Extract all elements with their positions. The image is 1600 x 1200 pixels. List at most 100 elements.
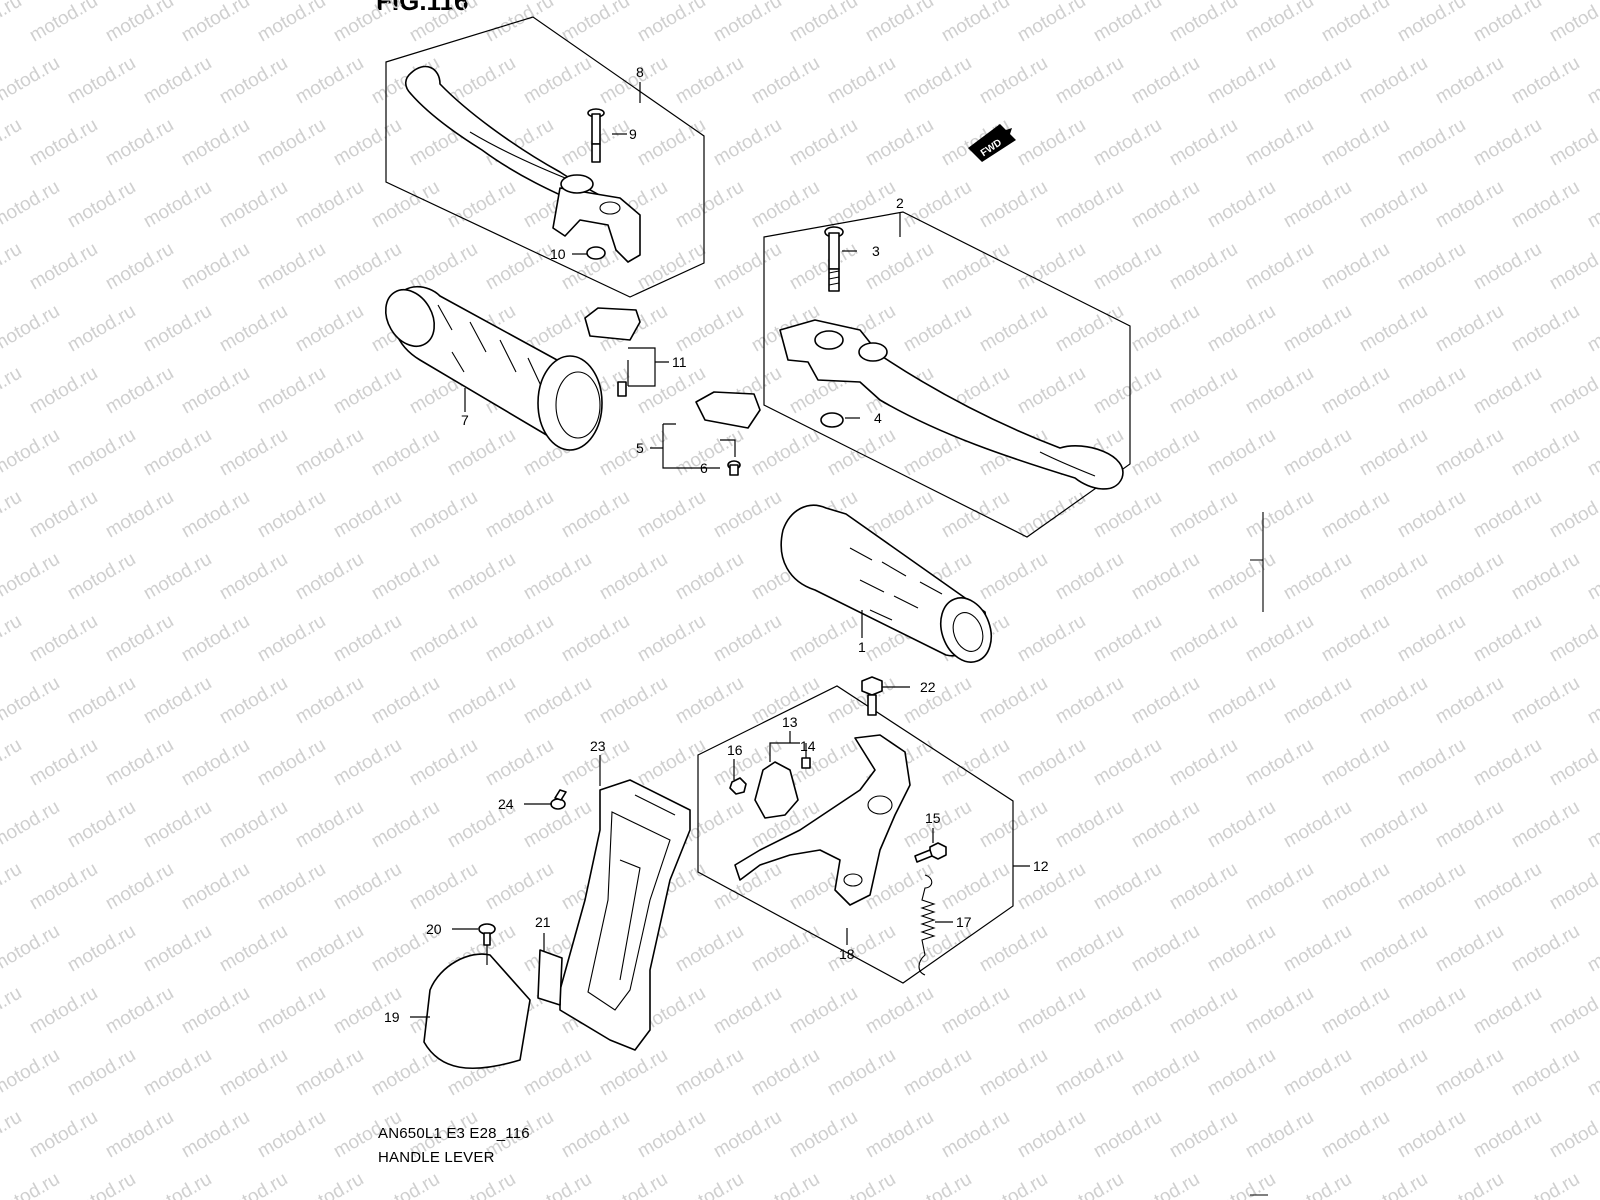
watermark-text: motod.ru: [1394, 611, 1469, 667]
watermark-text: motod.ru: [1546, 859, 1600, 915]
watermark-text: motod.ru: [444, 425, 519, 481]
watermark-text: motod.ru: [976, 1169, 1051, 1200]
watermark-text: motod.ru: [1394, 1107, 1469, 1163]
watermark-text: motod.ru: [710, 115, 785, 171]
watermark-text: motod.ru: [1166, 983, 1241, 1039]
watermark-text: motod.ru: [1356, 301, 1431, 357]
watermark-text: motod.ru: [140, 797, 215, 853]
callout-13: 13: [782, 714, 798, 730]
callout-22: 22: [920, 679, 936, 695]
watermark-text: motod.ru: [1318, 363, 1393, 419]
watermark-text: motod.ru: [938, 0, 1013, 46]
watermark-text: motod.ru: [330, 859, 405, 915]
watermark-text: motod.ru: [1014, 611, 1089, 667]
callout-21: 21: [535, 914, 551, 930]
watermark-text: motod.ru: [1318, 487, 1393, 543]
watermark-text: motod.ru: [1090, 115, 1165, 171]
watermark-text: motod.ru: [216, 425, 291, 481]
watermark-text: motod.ru: [26, 363, 101, 419]
watermark-text: motod.ru: [0, 0, 25, 46]
watermark-text: motod.ru: [292, 1169, 367, 1200]
watermark-text: motod.ru: [1052, 1045, 1127, 1101]
watermark-text: motod.ru: [1204, 1045, 1279, 1101]
watermark-text: motod.ru: [634, 487, 709, 543]
watermark-text: motod.ru: [482, 735, 557, 791]
watermark-text: motod.ru: [976, 797, 1051, 853]
watermark-text: motod.ru: [1090, 859, 1165, 915]
watermark-text: motod.ru: [748, 53, 823, 109]
watermark-text: motod.ru: [1014, 0, 1089, 46]
watermark-text: motod.ru: [1128, 53, 1203, 109]
watermark-text: motod.ru: [520, 549, 595, 605]
watermark-text: motod.ru: [64, 1169, 139, 1200]
watermark-text: motod.ru: [824, 53, 899, 109]
watermark-text: motod.ru: [786, 115, 861, 171]
watermark-text: motod.ru: [672, 921, 747, 977]
watermark-text: motod.ru: [786, 1107, 861, 1163]
watermark-text: motod.ru: [710, 487, 785, 543]
watermark-text: motod.ru: [976, 301, 1051, 357]
watermark-text: motod.ru: [1432, 1169, 1507, 1200]
watermark-text: motod.ru: [406, 735, 481, 791]
diagram-code: AN650L1 E3 E28_116: [378, 1125, 530, 1142]
watermark-text: motod.ru: [1204, 425, 1279, 481]
watermark-text: motod.ru: [1166, 611, 1241, 667]
watermark-text: motod.ru: [254, 1107, 329, 1163]
watermark-text: motod.ru: [1546, 115, 1600, 171]
watermark-text: motod.ru: [1090, 983, 1165, 1039]
watermark-text: motod.ru: [1014, 735, 1089, 791]
watermark-text: motod.ru: [1090, 0, 1165, 46]
callout-23: 23: [590, 738, 606, 754]
watermark-text: motod.ru: [938, 735, 1013, 791]
watermark-text: motod.ru: [1356, 425, 1431, 481]
watermark-text: motod.ru: [1166, 363, 1241, 419]
watermark-text: motod.ru: [672, 177, 747, 233]
watermark-text: motod.ru: [1318, 1107, 1393, 1163]
watermark-text: motod.ru: [330, 735, 405, 791]
watermark-text: motod.ru: [254, 363, 329, 419]
watermark-text: motod.ru: [786, 239, 861, 295]
watermark-text: motod.ru: [1052, 53, 1127, 109]
watermark-text: motod.ru: [26, 487, 101, 543]
watermark-text: motod.ru: [1280, 177, 1355, 233]
watermark-text: motod.ru: [596, 1045, 671, 1101]
watermark-text: motod.ru: [1470, 115, 1545, 171]
watermark-text: motod.ru: [786, 0, 861, 46]
watermark-text: motod.ru: [102, 983, 177, 1039]
watermark-text: motod.ru: [710, 239, 785, 295]
watermark-text: motod.ru: [900, 1045, 975, 1101]
watermark-text: motod.ru: [64, 673, 139, 729]
switch-13-drawing: [754, 761, 799, 819]
watermark-text: motod.ru: [216, 797, 291, 853]
watermark-text: motod.ru: [1128, 301, 1203, 357]
watermark-text: motod.ru: [254, 983, 329, 1039]
watermark-text: motod.ru: [216, 921, 291, 977]
watermark-text: motod.ru: [976, 53, 1051, 109]
watermark-text: motod.ru: [1014, 983, 1089, 1039]
watermark-text: motod.ru: [748, 177, 823, 233]
watermark-text: motod.ru: [0, 735, 25, 791]
watermark-text: motod.ru: [1280, 797, 1355, 853]
watermark-text: motod.ru: [292, 921, 367, 977]
watermark-text: motod.ru: [1470, 611, 1545, 667]
watermark-text: motod.ru: [292, 1045, 367, 1101]
watermark-text: motod.ru: [1356, 177, 1431, 233]
grip-right-1-drawing: [780, 504, 993, 663]
watermark-text: motod.ru: [1356, 1169, 1431, 1200]
watermark-text: motod.ru: [1052, 797, 1127, 853]
watermark-text: motod.ru: [1128, 425, 1203, 481]
watermark-text: motod.ru: [596, 1169, 671, 1200]
watermark-text: motod.ru: [710, 983, 785, 1039]
callout-17: 17: [956, 914, 972, 930]
watermark-text: motod.ru: [1280, 301, 1355, 357]
bracket-18-drawing: [734, 734, 911, 906]
watermark-text: motod.ru: [558, 0, 633, 46]
watermark-text: motod.ru: [558, 487, 633, 543]
watermark-text: motod.ru: [596, 549, 671, 605]
leader-lines: [410, 82, 1030, 1018]
watermark-text: motod.ru: [444, 549, 519, 605]
watermark-text: motod.ru: [64, 301, 139, 357]
watermark-text: motod.ru: [596, 673, 671, 729]
watermark-text: motod.ru: [634, 611, 709, 667]
watermark-text: motod.ru: [330, 0, 405, 46]
